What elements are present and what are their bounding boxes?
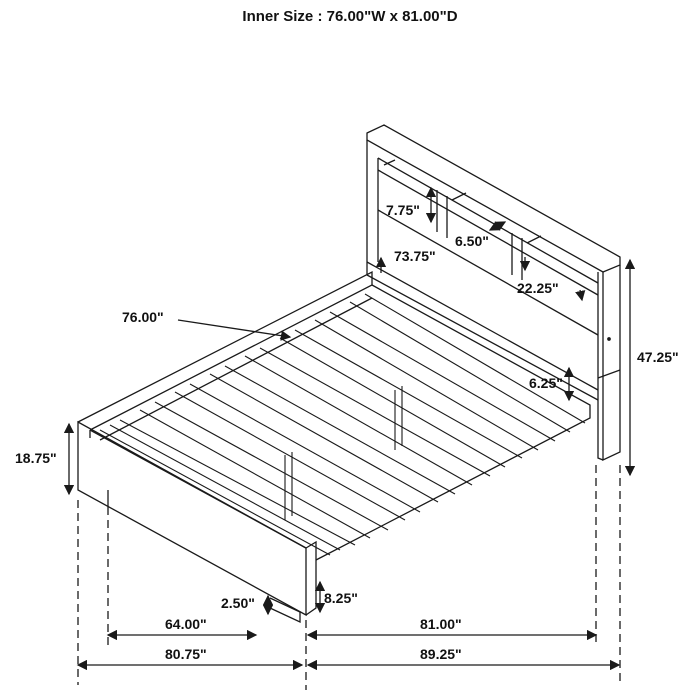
overall-length-label: 89.25" — [420, 646, 462, 662]
headboard — [366, 124, 621, 462]
extension-lines — [77, 465, 621, 690]
bed-frame — [77, 270, 591, 624]
footboard-height-label: 18.75" — [15, 450, 57, 466]
foot-inner-width-label: 64.00" — [165, 616, 207, 632]
headboard-height-label: 47.25" — [637, 349, 679, 365]
shelf-depth-label: 22.25" — [517, 280, 559, 296]
leg-clearance-label: 2.50" — [221, 595, 255, 611]
inner-width-label: 76.00" — [122, 309, 164, 325]
slats — [99, 293, 586, 556]
rail-to-headboard-label: 6.25" — [529, 375, 563, 391]
headboard-inner-width-label: 73.75" — [394, 248, 436, 264]
overall-width-label: 80.75" — [165, 646, 207, 662]
shelf-height-label: 7.75" — [386, 202, 420, 218]
rail-clearance-label: 8.25" — [324, 590, 358, 606]
inner-length-label: 81.00" — [420, 616, 462, 632]
diagram-title: Inner Size : 76.00"W x 81.00"D — [242, 8, 458, 25]
dimension-lines — [63, 186, 636, 671]
shelf-width-label: 6.50" — [455, 233, 489, 249]
